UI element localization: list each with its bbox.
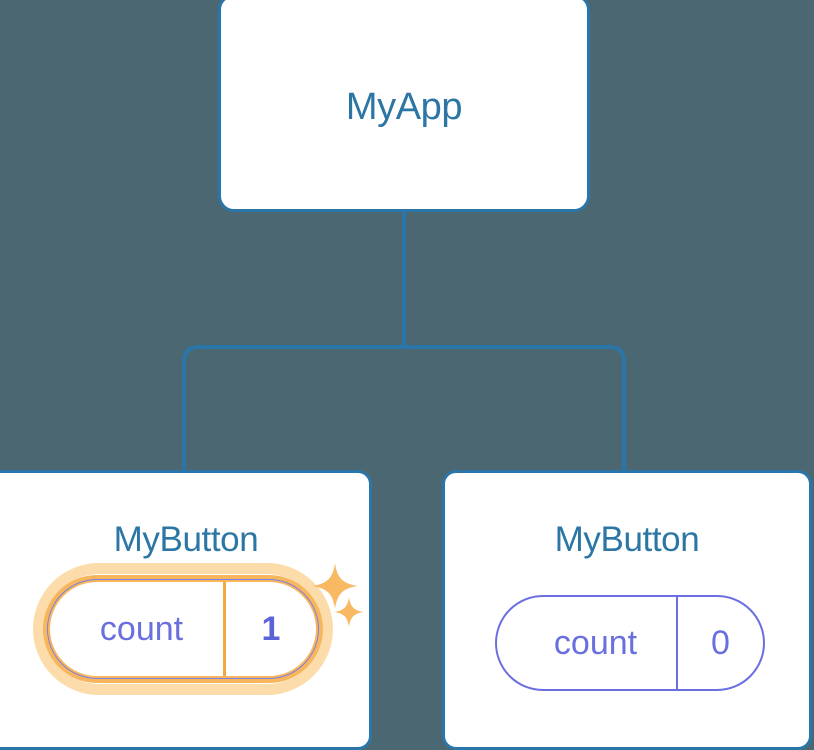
node-title: MyButton [554, 520, 700, 559]
node-card-mybutton-left[interactable]: MyButton count 1 [0, 470, 372, 750]
state-value: 0 [676, 597, 763, 689]
node-title: MyButton [113, 520, 259, 559]
sparkle-small-icon [334, 597, 364, 632]
highlight-halo [33, 563, 333, 695]
state-value: 1 [223, 582, 316, 676]
state-pill[interactable]: count 1 [43, 575, 323, 683]
state-pill-wrapper: count 1 [33, 563, 333, 695]
state-key: count [553, 624, 638, 662]
connector-branch-right [404, 345, 626, 474]
connector-branch-left [182, 345, 404, 474]
node-card-mybutton-right[interactable]: MyButton count 0 [442, 470, 812, 750]
state-pill[interactable]: count 0 [495, 595, 765, 691]
node-title: MyApp [345, 86, 463, 128]
state-pill-highlighted[interactable]: count 1 [33, 563, 333, 695]
node-card-myapp[interactable]: MyApp [218, 0, 590, 212]
state-key: count [99, 610, 184, 648]
sparkle-large-icon [312, 563, 358, 614]
state-pill-wrapper: count 0 [495, 595, 765, 691]
